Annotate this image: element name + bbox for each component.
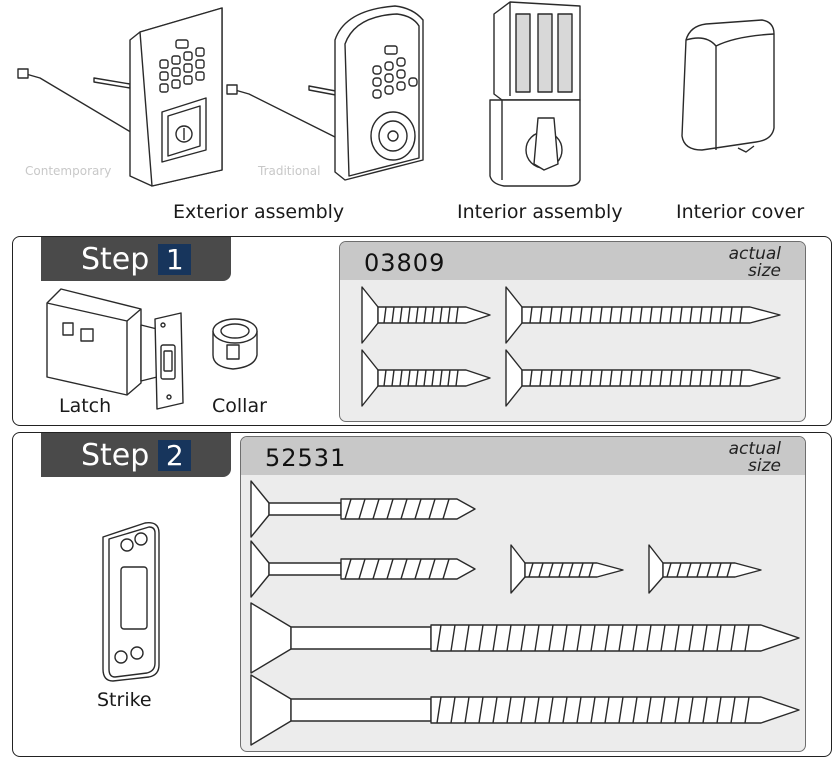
step2-word: Step [81,437,150,473]
extra-long-screw-icon [250,674,800,746]
strike-caption: Strike [97,689,152,711]
step1-actual-line1: actual [728,244,781,264]
step2-panel-code: 52531 [265,444,347,472]
step1-tab: Step 1 [41,237,231,281]
step2-actual-line2: size [748,456,781,476]
small-screw-icon [648,544,762,594]
screw-hole-icon [120,532,148,552]
keypad-icon [372,45,418,99]
step1-actual-size-note: actual size [729,246,781,280]
keypad-icon [159,39,205,93]
step2-section: Step 2 Strike 52531 actual size [12,432,832,757]
small-screw-icon [510,544,624,594]
step2-screw-panel: 52531 actual size [240,436,806,752]
step1-actual-line2: size [748,261,781,281]
exterior-contemporary-illustration [12,0,223,190]
step2-screws [250,480,800,746]
step1-panel-header [340,242,805,280]
step1-screw-panel: 03809 actual size [339,241,806,422]
traditional-label: Traditional [258,164,321,178]
interior-cover-illustration [676,10,786,160]
collar-illustration [207,315,267,375]
step2-actual-size-note: actual size [729,441,781,475]
short-screw-icon [361,286,491,344]
exterior-assembly-caption: Exterior assembly [173,201,345,223]
step1-section: Step 1 Latch Collar 03809 [12,236,832,426]
extra-long-screw-icon [250,602,800,674]
collar-caption: Collar [212,395,267,417]
strike-illustration [99,519,163,685]
long-screw-icon [505,286,781,344]
short-screw-icon [361,349,491,407]
step1-screws [361,286,781,407]
wood-screw-icon [250,480,476,538]
interior-assembly-illustration [488,0,588,190]
step1-panel-code: 03809 [364,249,446,277]
wood-screw-icon [250,540,476,598]
step1-word: Step [81,241,150,277]
interior-cover-caption: Interior cover [676,201,805,223]
step2-panel-header [241,437,805,475]
step2-number-badge: 2 [158,439,192,472]
screw-hole-icon [114,646,144,664]
latch-illustration [41,285,191,415]
contemporary-label: Contemporary [25,164,112,178]
long-screw-icon [505,349,781,407]
exterior-traditional-illustration [225,0,425,190]
interior-assembly-caption: Interior assembly [457,201,623,223]
step2-actual-line1: actual [728,439,781,459]
step2-tab: Step 2 [41,433,231,477]
latch-caption: Latch [59,395,112,417]
step1-number-badge: 1 [158,243,192,276]
